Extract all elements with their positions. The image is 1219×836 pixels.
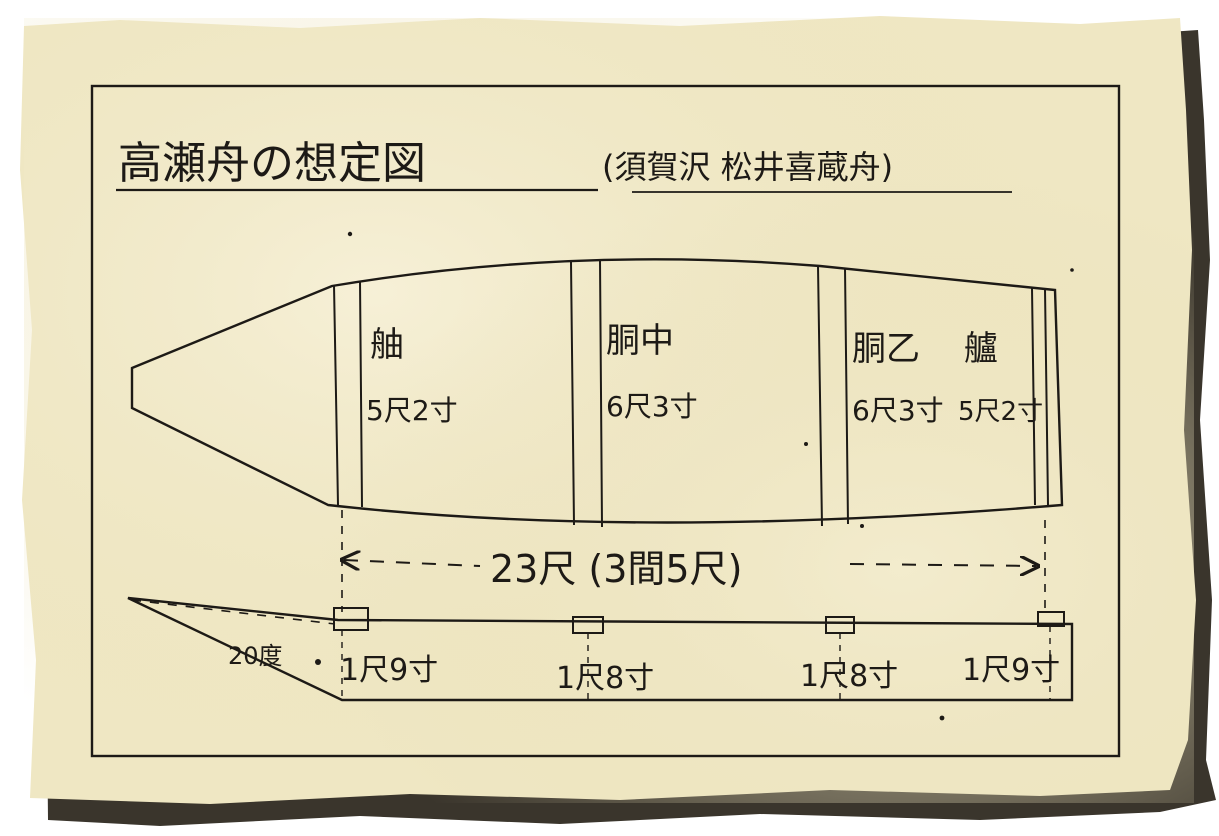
dimension-arrow-left [344,560,481,566]
height-label: 1尺8寸 [556,661,654,696]
dimension-arrow-right [849,564,1036,566]
side-hull-outline [127,596,1074,702]
hull-frame-4 [1031,287,1049,506]
ink-speck [804,442,808,446]
hull-outline [130,258,1064,524]
height-label: 1尺9寸 [962,653,1060,688]
section-size: 5尺2寸 [958,397,1043,427]
diagram-title: 高瀬舟の想定図 [118,138,426,189]
hull-frame-2 [570,259,603,528]
section-name: 胴乙 [852,329,920,369]
length-dimension: 23尺 (3間5尺) [342,510,1046,612]
height-label: 1尺8寸 [800,659,898,694]
side-view: 20度 1尺9寸 1尺8寸 1尺8寸 1尺9寸 [127,596,1074,702]
section-size: 6尺3寸 [852,394,944,427]
hull-frame-1 [333,280,363,508]
hull-frame-3 [817,265,849,527]
diagram-subtitle: (須賀沢 松井喜蔵舟) [602,148,893,186]
section-name: 艫 [964,329,998,369]
ink-dot [315,659,321,665]
paper-stain [24,18,1194,803]
length-label: 23尺 (3間5尺) [490,547,742,591]
section-size: 6尺3寸 [606,390,698,423]
thwart-block-4 [1037,611,1065,627]
section-size: 5尺2寸 [366,394,458,427]
diagram-frame [90,84,1121,758]
ink-speck [347,231,353,237]
plan-view: 舳 5尺2寸 胴中 6尺3寸 胴乙 6尺3寸 艫 5尺2寸 [130,258,1064,528]
height-label: 1尺9寸 [340,653,438,688]
ink-speck [939,715,945,721]
section-name: 舳 [370,325,404,365]
ink-speck [1070,268,1074,272]
bow-angle-label: 20度 [228,642,283,670]
ink-speck [860,524,864,528]
section-name: 胴中 [606,321,674,361]
bow-angle-line [131,599,336,625]
thwart-block-1 [333,607,369,631]
